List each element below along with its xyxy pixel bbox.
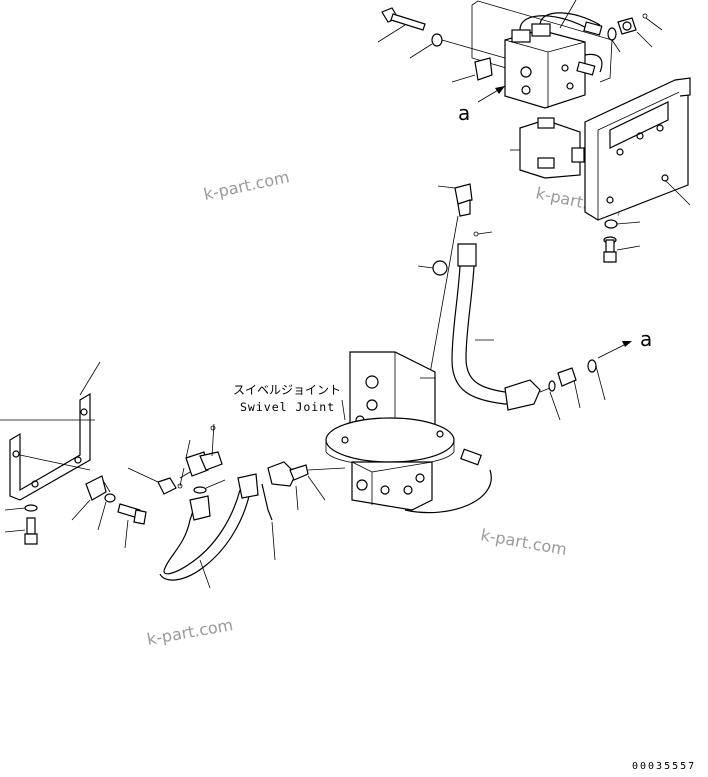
bolt bbox=[381, 7, 426, 31]
watermark: k-part.com bbox=[202, 167, 291, 204]
swivel-joint-label-en: Swivel Joint bbox=[240, 400, 335, 414]
bracket-plate bbox=[510, 77, 691, 263]
watermark: k-part.com bbox=[145, 615, 234, 649]
swivel-joint bbox=[325, 351, 492, 514]
hose-assembly-upper: a bbox=[417, 183, 652, 431]
reference-label-a: a bbox=[458, 101, 470, 125]
watermark: k-part.com bbox=[479, 525, 568, 559]
swivel-joint-label-jp: スイベルジョイント bbox=[233, 383, 341, 397]
fitting bbox=[617, 17, 637, 35]
drawing-number: 00035557 bbox=[632, 761, 696, 772]
valve-block-assembly: a bbox=[377, 0, 663, 125]
reference-label-a: a bbox=[640, 327, 652, 351]
hose-assembly-lower bbox=[127, 423, 346, 589]
mounting-bracket bbox=[0, 361, 147, 549]
